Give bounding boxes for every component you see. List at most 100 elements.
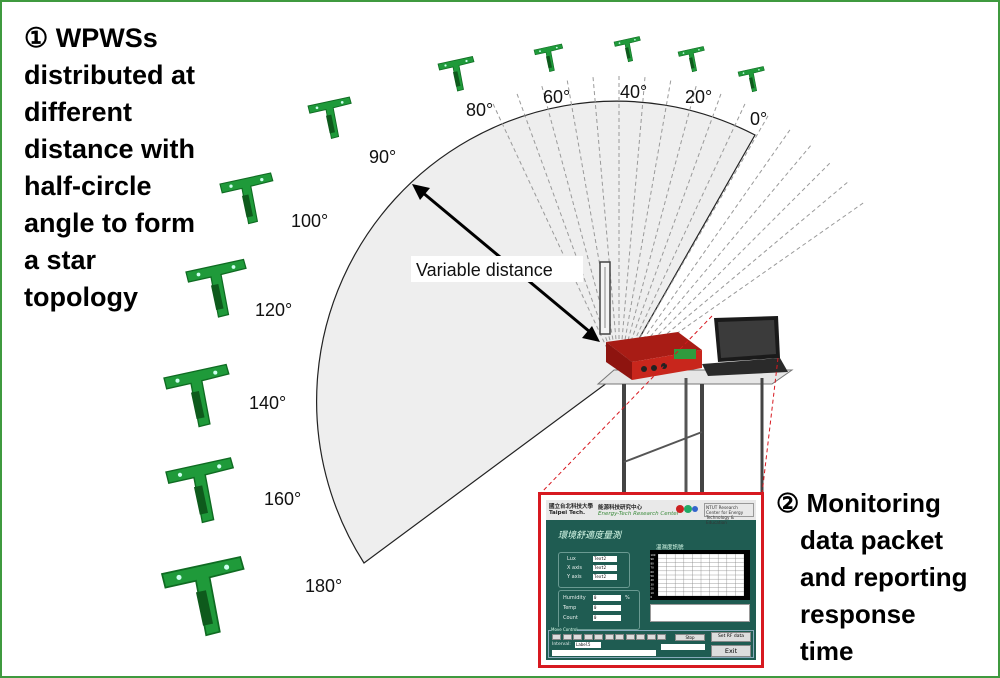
status-box [650, 604, 750, 622]
caption-line: response [800, 599, 916, 629]
wpws-sensor-node-icon [737, 66, 765, 93]
right-caption: ② Monitoring data packet and reporting r… [776, 485, 996, 670]
angle-label-80: 80° [466, 100, 493, 120]
rf-field[interactable] [661, 644, 705, 650]
move-control-button[interactable] [636, 634, 645, 640]
angle-label-90: 90° [369, 147, 396, 167]
caption-line: distance with [24, 134, 196, 164]
caption-line: WPWSs [55, 23, 158, 53]
caption-line: a star [24, 245, 97, 275]
interval-field[interactable]: Label5 [575, 642, 601, 648]
angle-guide-line [618, 127, 792, 375]
caption-line: distributed at [24, 60, 196, 90]
angle-label-140: 140° [249, 393, 286, 413]
lux-field[interactable]: Text2 [593, 556, 617, 562]
laptop-icon [702, 316, 788, 376]
chart-tick-label: 50 [651, 574, 655, 578]
move-control-legend: Move Control [551, 627, 578, 632]
chart-tick-label: 30 [651, 582, 655, 586]
angle-guide-line [618, 143, 813, 375]
center-name-en: Energy-Tech Research Center [598, 511, 679, 517]
exit-button[interactable]: Exit [711, 645, 751, 657]
move-control-button[interactable] [594, 634, 603, 640]
app-header: 國立台北科技大學 Taipei Tech. 能源科技研究中心 Energy-Te… [546, 500, 756, 525]
angle-label-180: 180° [305, 576, 342, 596]
x-axis-field[interactable]: Text2 [593, 565, 617, 571]
move-control-button[interactable] [583, 634, 593, 640]
angle-label-100: 100° [291, 211, 328, 231]
move-control-button[interactable] [573, 634, 582, 640]
temp-field[interactable]: 0 [593, 605, 621, 611]
interval-label: Interval: [552, 642, 571, 647]
angle-guide-line [618, 84, 698, 375]
count-field[interactable]: 0 [593, 615, 621, 621]
field-label: Y axis [567, 574, 582, 580]
caption-line: topology [24, 282, 138, 312]
chart-tick-label: 10 [651, 591, 655, 595]
angle-label-120: 120° [255, 300, 292, 320]
chart-tick-label: 60 [651, 570, 655, 574]
chart-grid [658, 554, 744, 596]
caption-line: different [24, 97, 132, 127]
antenna-icon [599, 261, 611, 335]
move-control-button[interactable] [562, 634, 572, 640]
chart-tick-label: 0 [651, 595, 653, 599]
angle-guide-line [592, 75, 620, 375]
angle-guide-line [618, 101, 747, 375]
chart-tick-label: 70 [651, 566, 655, 570]
wpws-sensor-node-icon [437, 56, 475, 92]
angle-guide-line [491, 101, 620, 375]
caption-line: time [800, 636, 854, 666]
coverage-sector [316, 100, 756, 564]
angle-guide-line [618, 75, 646, 375]
field-label: X axis [567, 565, 583, 571]
step-one-number: ① [24, 23, 49, 53]
left-caption: ① WPWSs distributed at different distanc… [24, 20, 264, 316]
wpws-sensor-node-icon [163, 363, 230, 428]
chart-tick-label: 90 [651, 557, 655, 561]
move-control-group: Move Control Interval: Label5 Stop Set R… [548, 627, 754, 658]
stop-button[interactable]: Stop [675, 634, 705, 641]
humidity-unit: % [625, 595, 630, 601]
move-control-button[interactable] [552, 634, 561, 640]
angle-label-0: 0° [750, 109, 767, 129]
logo-icon [676, 505, 698, 513]
monitoring-app-window: 國立台北科技大學 Taipei Tech. 能源科技研究中心 Energy-Te… [546, 500, 756, 660]
move-control-button[interactable] [604, 634, 614, 640]
center-name: 能源科技研究中心 [598, 505, 643, 511]
climate-group: Humidity 0 % Temp 0 Count 0 [558, 590, 640, 630]
chart-tick-label: 40 [651, 578, 655, 582]
angle-guide-line [618, 78, 672, 375]
wpws-sensor-node-icon [307, 96, 352, 139]
wpws-sensor-node-icon [165, 457, 234, 524]
chart-tick-label: 100 [651, 553, 656, 557]
set-rf-data-button[interactable]: Set RF data [711, 632, 751, 642]
caption-line: half-circle [24, 171, 152, 201]
move-control-button[interactable] [657, 634, 666, 640]
field-label: Temp [563, 605, 577, 611]
chart-tick-label: 80 [651, 561, 655, 565]
message-field[interactable] [552, 650, 656, 656]
angle-guide-line [618, 91, 723, 375]
y-axis-field[interactable]: Text2 [593, 574, 617, 580]
monitoring-screen-callout: 國立台北科技大學 Taipei Tech. 能源科技研究中心 Energy-Te… [538, 492, 764, 668]
humidity-field[interactable]: 0 [593, 595, 621, 601]
angle-label-60: 60° [543, 87, 570, 107]
step-two-number: ② [776, 488, 800, 518]
chart-title: 溫濕度訊號 [656, 545, 684, 551]
university-name: 國立台北科技大學 [549, 504, 594, 510]
gateway-device-icon [606, 332, 702, 380]
move-control-button[interactable] [646, 634, 656, 640]
move-control-button[interactable] [625, 634, 635, 640]
wpws-sensor-node-icon [677, 46, 705, 73]
move-control-button[interactable] [615, 634, 624, 640]
caption-line: data packet [800, 525, 944, 555]
wpws-sensor-node-icon [533, 43, 564, 72]
side-logo-box: NTUT Research Center for Energy Technolo… [704, 503, 754, 525]
chart-tick-label: 20 [651, 587, 655, 591]
field-label: Count [563, 615, 578, 621]
